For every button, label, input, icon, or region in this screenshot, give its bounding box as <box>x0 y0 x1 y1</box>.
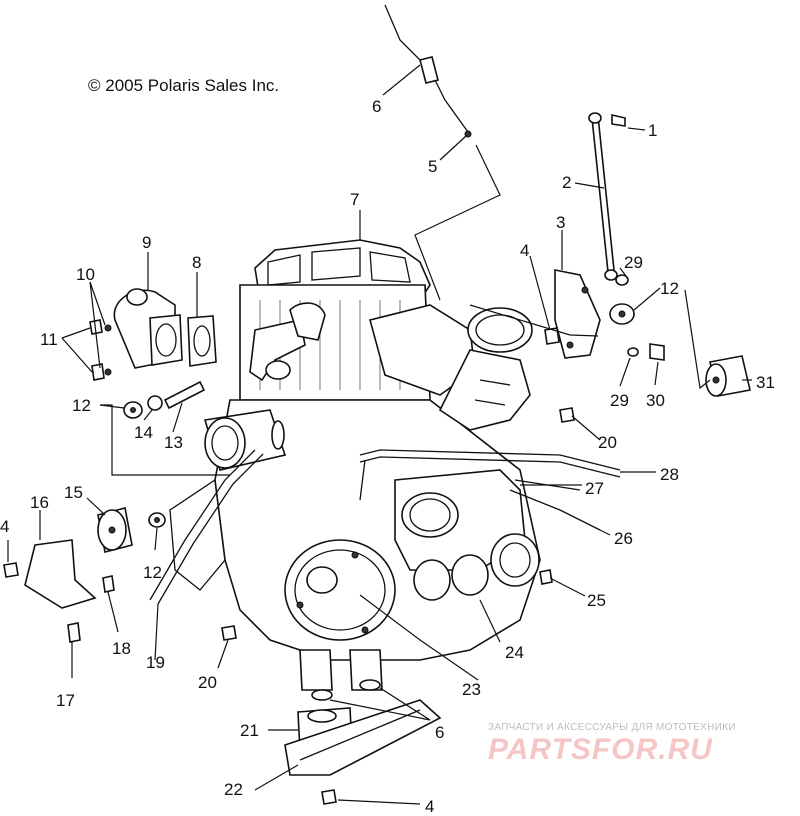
watermark-tagline: ЗАПЧАСТИ И АКСЕССУАРЫ ДЛЯ МОТОТЕХНИКИ <box>488 722 736 733</box>
watermark-logo[interactable]: PARTSFOR.RU <box>488 733 713 766</box>
callout-18: 18 <box>112 639 131 658</box>
callout-17: 17 <box>56 691 75 710</box>
callout-6-top: 6 <box>372 97 381 116</box>
callout-2: 2 <box>562 173 571 192</box>
bolt-part-17 <box>67 622 81 643</box>
gasket-part-8 <box>187 315 217 367</box>
nut-part-20-right <box>559 407 575 423</box>
callout-11: 11 <box>40 330 58 349</box>
washer-part-29-bottom <box>627 347 639 357</box>
nut-part-4-bottom <box>321 789 337 805</box>
callout-29-top: 29 <box>624 253 643 272</box>
bracket-part-3 <box>554 269 601 359</box>
callout-27: 27 <box>585 479 604 498</box>
callout-20-right: 20 <box>598 433 617 452</box>
callout-13: 13 <box>164 433 183 452</box>
callout-7: 7 <box>350 190 359 209</box>
bolt-part-1 <box>611 113 626 127</box>
callout-15: 15 <box>64 483 83 502</box>
washer-part-14 <box>147 395 163 411</box>
callout-12-upper: 12 <box>72 396 91 415</box>
callout-30: 30 <box>646 391 665 410</box>
callout-24: 24 <box>505 643 524 662</box>
intake-left <box>89 288 217 381</box>
callout-1: 1 <box>648 121 657 140</box>
tube-part-26 <box>509 489 601 531</box>
bolt-part-25 <box>539 569 553 585</box>
bolt-part-18 <box>102 575 115 593</box>
callout-3: 3 <box>556 213 565 232</box>
leader-lines <box>7 64 752 805</box>
callout-12-right: 12 <box>660 279 679 298</box>
callout-21: 21 <box>240 721 259 740</box>
callout-26: 26 <box>614 529 633 548</box>
callout-4-top: 4 <box>520 241 529 260</box>
washer-part-29-top <box>615 274 629 286</box>
callout-5: 5 <box>428 157 437 176</box>
callout-10: 10 <box>76 265 95 284</box>
bracket-part-16 <box>24 539 97 609</box>
rod-part-2 <box>591 114 615 274</box>
callout-20-left: 20 <box>198 673 217 692</box>
callout-16: 16 <box>30 493 49 512</box>
callout-19: 19 <box>146 653 165 672</box>
callout-28: 28 <box>660 465 679 484</box>
callout-4-left: 4 <box>0 517 9 536</box>
callout-23: 23 <box>462 680 481 699</box>
callout-6-bottom: 6 <box>435 723 444 742</box>
callout-4-bottom: 4 <box>425 797 434 816</box>
bolt-part-30 <box>649 343 665 361</box>
callout-22: 22 <box>224 780 243 799</box>
callout-labels: 1 2 3 4 4 4 5 6 6 7 8 9 10 11 12 12 12 1… <box>0 97 775 816</box>
callout-14: 14 <box>134 423 153 442</box>
nut-part-4-left <box>3 562 19 578</box>
hose-part-19 <box>149 449 256 601</box>
callout-25: 25 <box>587 591 606 610</box>
nut-part-20-left <box>221 625 237 641</box>
callout-12-mid: 12 <box>143 563 162 582</box>
copyright-text: © 2005 Polaris Sales Inc. <box>88 76 280 95</box>
callout-29-bottom: 29 <box>610 391 629 410</box>
engine-block <box>169 239 541 691</box>
callout-8: 8 <box>192 253 201 272</box>
nut-part-4-mid <box>544 327 560 345</box>
bolt-part-13 <box>163 380 206 410</box>
tube-part-28 <box>359 449 621 471</box>
callout-9: 9 <box>142 233 151 252</box>
callout-31: 31 <box>756 373 775 392</box>
